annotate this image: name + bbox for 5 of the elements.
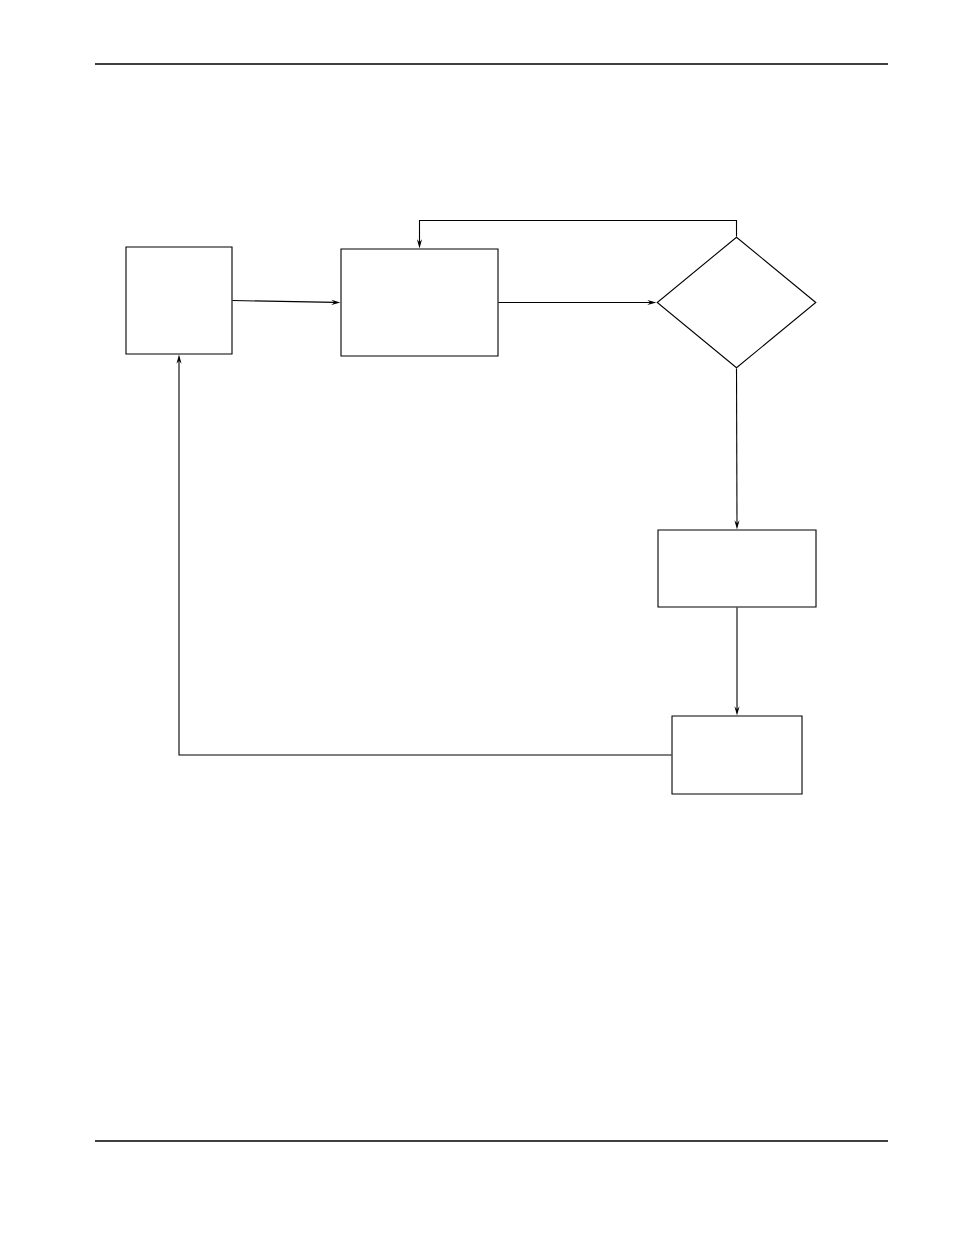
process-box bbox=[671, 715, 803, 795]
decision-diamond bbox=[656, 236, 817, 369]
process-box bbox=[340, 248, 499, 357]
process-box bbox=[125, 246, 233, 355]
process-box bbox=[657, 529, 817, 608]
